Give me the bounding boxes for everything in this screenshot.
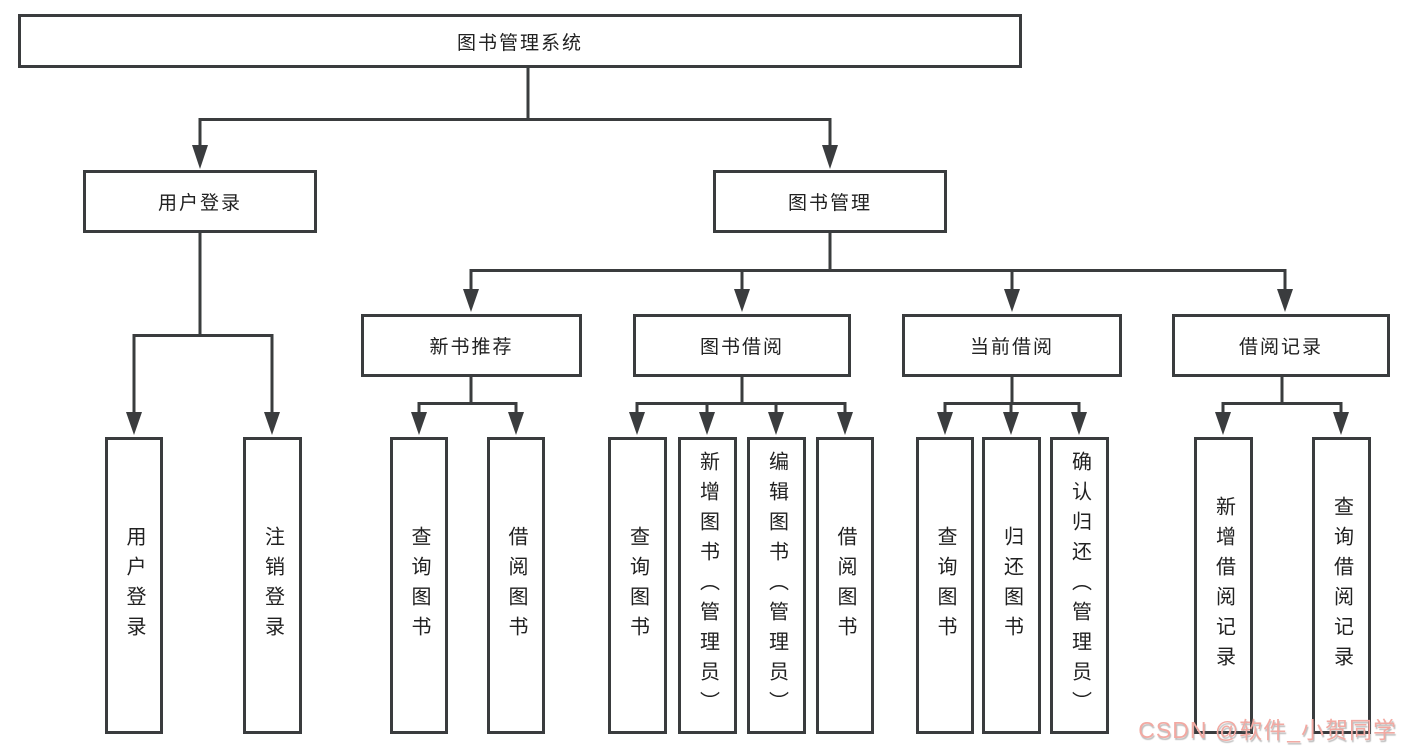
arrowheads-current-borrowing [937,412,1087,435]
leaf-add-book-admin: 新增图书（管理员） [678,437,737,734]
node-borrow-records: 借阅记录 [1172,314,1390,377]
leaf-confirm-return-admin-label: 确认归还（管理员） [1068,450,1091,721]
leaf-logout: 注销登录 [243,437,302,734]
leaf-return-books-label: 归还图书 [1000,525,1023,646]
arrowheads-borrow-records [1215,412,1349,435]
leaf-logout-label: 注销登录 [261,525,284,646]
leaf-borrow-books-recommend-label: 借阅图书 [505,525,527,646]
node-new-book-recommend: 新书推荐 [361,314,582,377]
leaf-edit-book-admin-label: 编辑图书（管理员） [765,450,788,721]
leaf-query-books-recommend-label: 查询图书 [408,525,430,646]
leaf-confirm-return-admin: 确认归还（管理员） [1050,437,1109,734]
arrowheads-level3 [463,289,1293,312]
node-user-login: 用户登录 [83,170,317,233]
arrowheads-level2 [192,145,838,169]
node-root: 图书管理系统 [18,14,1022,68]
arrowheads-new-book-recommend [411,412,524,435]
node-current-borrowing-label: 当前借阅 [969,337,1054,358]
leaf-query-books-borrowing: 查询图书 [608,437,667,734]
node-new-book-recommend-label: 新书推荐 [429,337,514,358]
leaf-user-login-label: 用户登录 [123,525,145,646]
node-book-borrowing-label: 图书借阅 [699,337,784,358]
connector-user-branch [132,233,274,414]
leaf-query-books-current-label: 查询图书 [934,525,956,646]
csdn-watermark: CSDN @软件_小贺同学 [1138,717,1397,743]
connector-root-to-level2 [198,68,832,147]
leaf-borrow-books-borrowing-label: 借阅图书 [834,525,856,646]
leaf-query-borrow-record-label: 查询借阅记录 [1330,495,1353,676]
node-root-label: 图书管理系统 [456,32,583,54]
arrowheads-user-branch [126,412,280,435]
node-book-management-label: 图书管理 [787,193,872,214]
leaf-add-borrow-record-label: 新增借阅记录 [1212,495,1235,676]
connector-book-borrowing [635,377,847,414]
connector-new-book-recommend [417,377,518,414]
leaf-query-books-recommend: 查询图书 [390,437,448,734]
connector-current-borrowing [943,377,1081,414]
leaf-return-books: 归还图书 [982,437,1041,734]
leaf-borrow-books-recommend: 借阅图书 [487,437,545,734]
leaf-borrow-books-borrowing: 借阅图书 [816,437,874,734]
node-book-borrowing: 图书借阅 [633,314,851,377]
leaf-user-login: 用户登录 [105,437,163,734]
connector-management-to-level3 [469,233,1287,291]
leaf-query-books-borrowing-label: 查询图书 [626,525,649,646]
connector-borrow-records [1221,377,1343,414]
leaf-add-book-admin-label: 新增图书（管理员） [696,450,719,721]
leaf-add-borrow-record: 新增借阅记录 [1194,437,1253,734]
node-user-login-label: 用户登录 [157,193,242,214]
node-borrow-records-label: 借阅记录 [1238,337,1323,358]
leaf-edit-book-admin: 编辑图书（管理员） [747,437,806,734]
leaf-query-borrow-record: 查询借阅记录 [1312,437,1371,734]
leaf-query-books-current: 查询图书 [916,437,974,734]
node-current-borrowing: 当前借阅 [902,314,1122,377]
arrowheads-book-borrowing [629,412,853,435]
node-book-management: 图书管理 [713,170,947,233]
